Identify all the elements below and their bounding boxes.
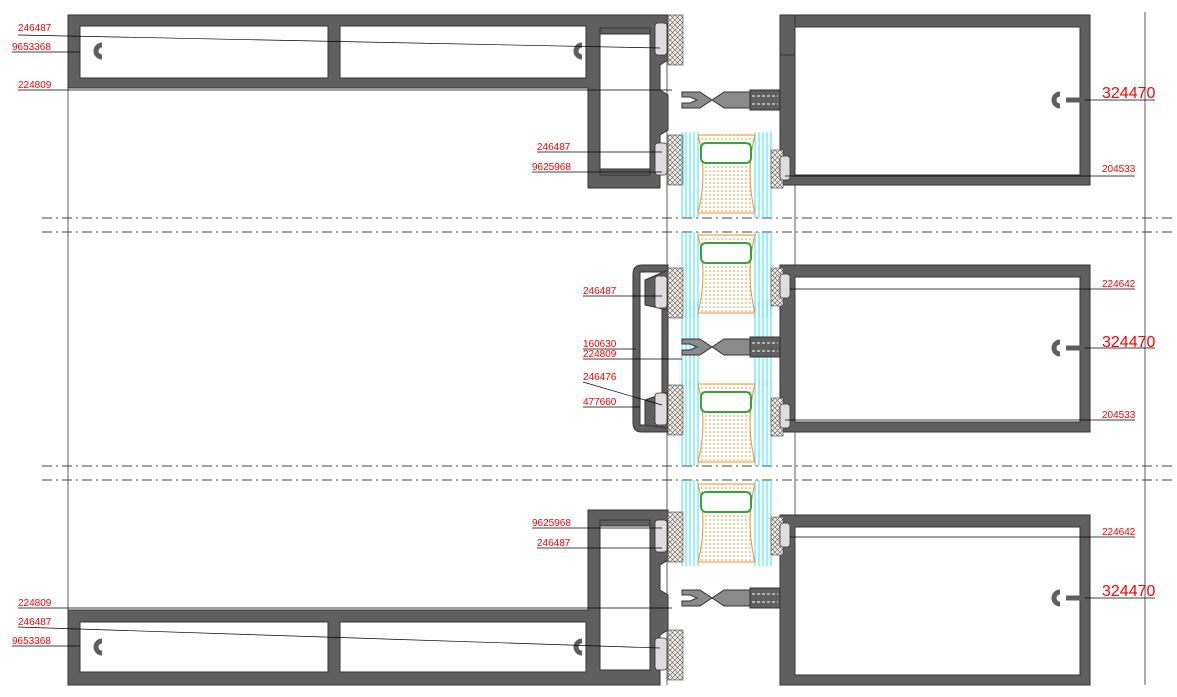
part-label-main: 324470	[1102, 583, 1155, 600]
part-label-main: 324470	[1102, 334, 1155, 351]
part-label: 224642	[1102, 279, 1136, 290]
part-label: 246487	[18, 617, 52, 628]
part-label: 204533	[1102, 164, 1136, 175]
part-label: 160630	[583, 339, 617, 350]
part-label: 224809	[18, 598, 52, 609]
part-label: 204533	[1102, 410, 1136, 421]
screw-port-icon	[573, 42, 583, 60]
sash-profile	[67, 14, 669, 189]
part-label: 224642	[1102, 527, 1136, 538]
screw-port-icon	[1051, 589, 1085, 607]
part-label: 246476	[583, 372, 617, 383]
section-bottom: 9625968 246487 224809 246487 9653368 224…	[12, 479, 1155, 686]
screw-port-icon	[1051, 91, 1085, 109]
mullion-box	[779, 14, 1091, 186]
part-label: 9625968	[532, 162, 571, 173]
mullion-box	[779, 264, 1091, 433]
part-label: 9625968	[532, 518, 571, 529]
sash-profile	[67, 509, 669, 686]
section-middle: 246487 160630 224809 246476 477660 22464…	[582, 231, 1155, 467]
part-label: 477660	[583, 397, 617, 408]
part-label-main: 324470	[1102, 85, 1155, 102]
part-label: 9653368	[12, 42, 51, 53]
part-label: 224809	[583, 349, 617, 360]
screw-port-icon	[573, 638, 583, 656]
part-label: 246487	[537, 538, 571, 549]
screw-port-icon	[93, 42, 103, 60]
screw-port-icon	[93, 638, 103, 656]
mullion-box	[779, 514, 1091, 686]
part-label: 9653368	[12, 636, 51, 647]
section-top: 246487 9653368 224809 246487 9625968 324…	[12, 14, 1155, 219]
part-label: 224809	[18, 80, 52, 91]
part-label: 246487	[537, 142, 571, 153]
part-label: 246487	[18, 23, 52, 34]
part-label: 246487	[583, 286, 617, 297]
screw-port-icon	[1051, 339, 1085, 357]
